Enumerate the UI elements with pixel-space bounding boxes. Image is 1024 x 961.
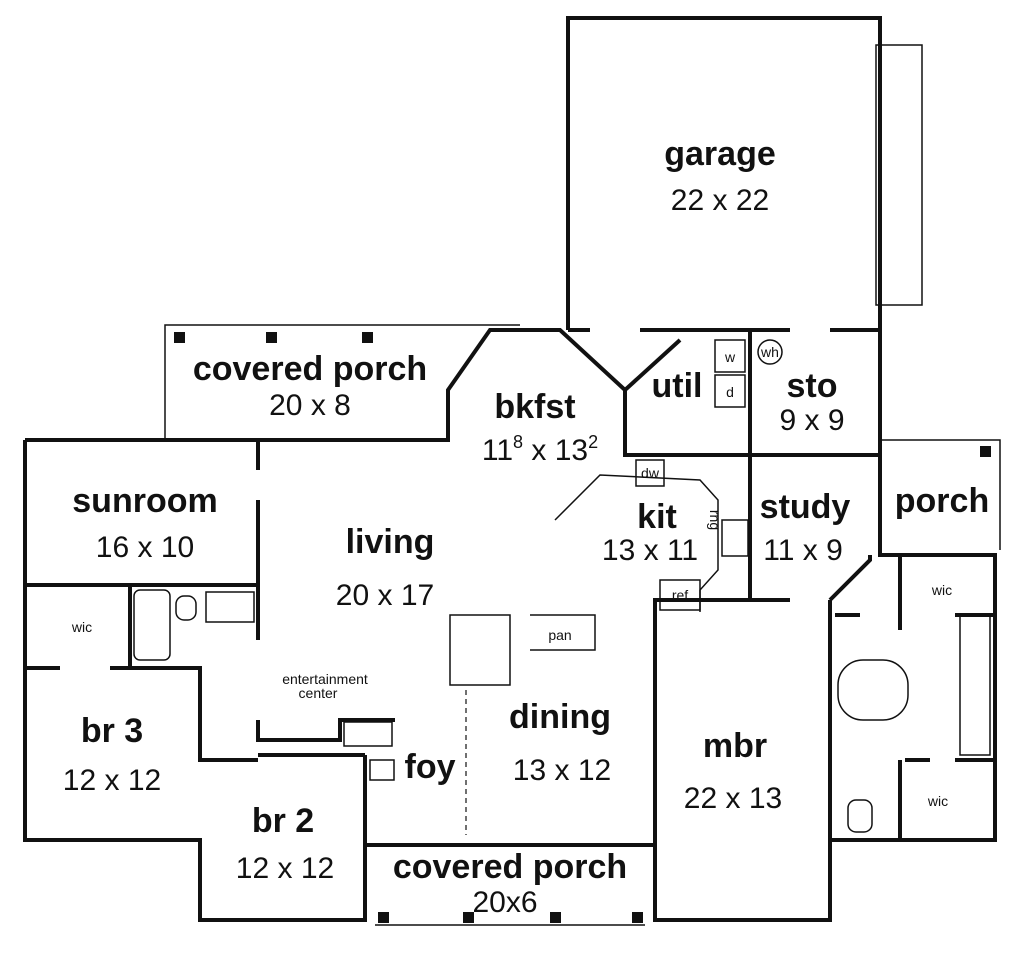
mbr-label: mbr [703, 727, 767, 765]
water-heater-label: wh [760, 344, 779, 360]
living-label: living [346, 523, 435, 561]
br2-label: br 2 [252, 802, 314, 840]
mbr-size: 22 x 13 [684, 782, 782, 815]
garage-room [566, 16, 923, 332]
br2-size: 12 x 12 [236, 852, 334, 885]
sunroom-size: 16 x 10 [96, 531, 194, 564]
covered-porch-top [164, 324, 520, 440]
wic-right-top-label: wic [931, 582, 952, 598]
entertainment-label-line2: center [299, 685, 338, 701]
interior-walls [25, 330, 995, 920]
garage-size: 22 x 22 [671, 184, 769, 217]
wic-left-label: wic [71, 619, 92, 635]
entertainment-label-line1: entertainment [282, 671, 368, 687]
pantry-label: pan [548, 627, 571, 643]
living-size: 20 x 17 [336, 579, 434, 612]
dryer-label: d [726, 384, 734, 400]
study-label: study [760, 488, 851, 526]
refrigerator-label: ref [672, 587, 688, 603]
bkfst-label: bkfst [494, 388, 575, 426]
wic-right-bottom-label: wic [927, 793, 948, 809]
sto-size: 9 x 9 [779, 404, 844, 437]
study-size: 11 x 9 [763, 534, 843, 567]
bkfst-size: 118 x 132 [482, 432, 598, 467]
util-label: util [652, 367, 703, 405]
kit-label: kit [637, 498, 677, 536]
dining-size: 13 x 12 [513, 754, 611, 787]
dishwasher-label: dw [641, 465, 660, 481]
kit-size: 13 x 11 [602, 534, 698, 567]
br3-label: br 3 [81, 712, 143, 750]
porch-label: porch [895, 482, 989, 520]
sunroom-label: sunroom [72, 482, 217, 520]
covered-porch-bottom-size: 20x6 [472, 886, 537, 919]
garage-label: garage [664, 135, 776, 173]
covered-porch-top-size: 20 x 8 [269, 389, 351, 422]
foy-label: foy [405, 748, 456, 786]
sto-label: sto [787, 367, 838, 405]
range-label: rng [707, 510, 723, 530]
washer-label: w [724, 349, 736, 365]
br3-size: 12 x 12 [63, 764, 161, 797]
covered-porch-bottom-label: covered porch [393, 848, 627, 886]
fixtures [133, 339, 991, 833]
dining-label: dining [509, 698, 611, 736]
covered-porch-top-label: covered porch [193, 350, 427, 388]
